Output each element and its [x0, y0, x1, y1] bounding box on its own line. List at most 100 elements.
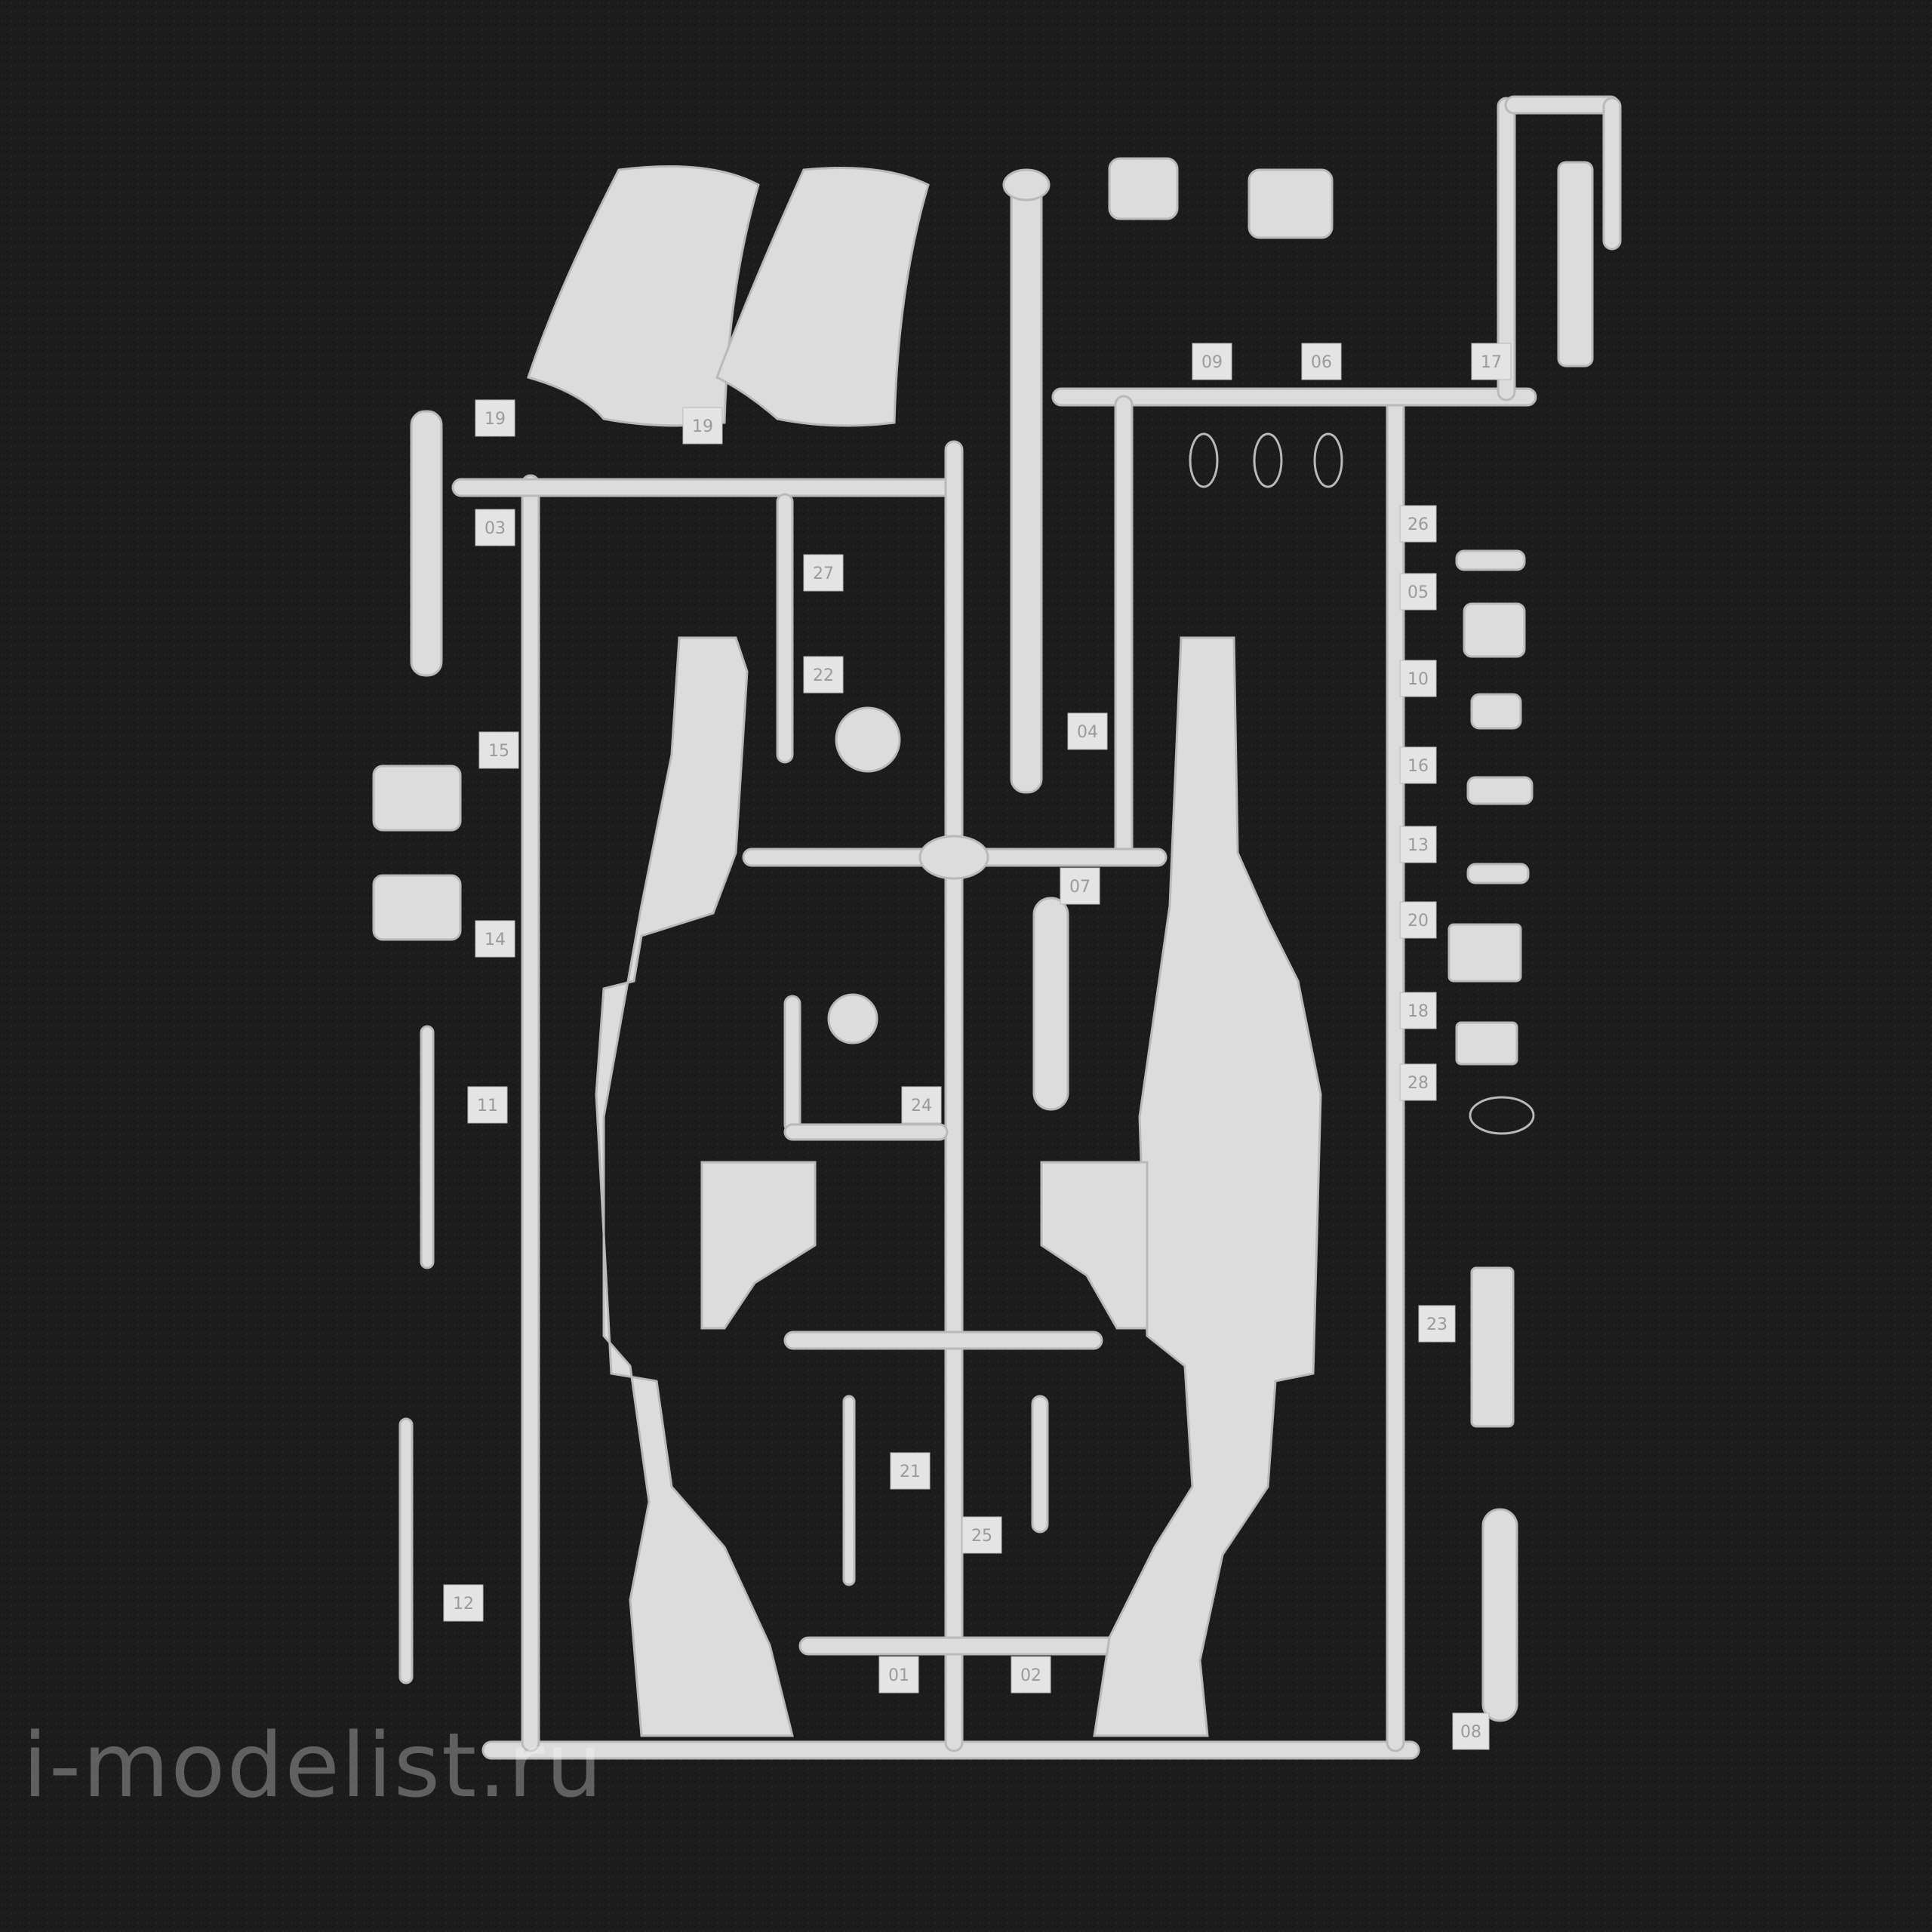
svg-text:07: 07	[1069, 878, 1091, 897]
part-tag: 19	[475, 399, 515, 437]
svg-text:19: 19	[485, 410, 506, 429]
svg-text:11: 11	[477, 1097, 498, 1115]
runner-24	[783, 995, 801, 1134]
svg-text:03: 03	[485, 519, 506, 538]
magazine-parts	[527, 165, 930, 427]
part-tag: 08	[1452, 1712, 1490, 1750]
svg-text:13: 13	[1407, 836, 1429, 855]
part-26	[1455, 549, 1526, 571]
part-tag: 04	[1067, 712, 1108, 750]
part-13	[1466, 863, 1530, 884]
magazine-right	[715, 167, 930, 427]
part-tag: 01	[878, 1656, 919, 1694]
runner-upper-right-vert	[1114, 395, 1134, 866]
runner-center	[944, 440, 964, 1752]
svg-text:28: 28	[1407, 1074, 1429, 1093]
part-tag: 21	[890, 1452, 931, 1490]
part-tag: 22	[803, 656, 844, 694]
part-tag: 14	[475, 920, 515, 958]
svg-text:23: 23	[1426, 1315, 1447, 1334]
link-ring-1	[1189, 432, 1219, 488]
part-tag: 24	[901, 1086, 942, 1124]
part-tag: 17	[1471, 343, 1512, 380]
part-03-tube	[410, 410, 443, 677]
part-04-barrel	[1010, 172, 1043, 794]
part-tag: 12	[443, 1584, 484, 1622]
runner-lower-horizontal	[783, 1331, 1103, 1350]
svg-text:27: 27	[813, 565, 834, 583]
part-tag: 27	[803, 554, 844, 592]
part-12-rod	[398, 1417, 414, 1684]
part-10	[1470, 693, 1522, 730]
svg-text:16: 16	[1407, 757, 1429, 776]
part-tag: 25	[961, 1516, 1002, 1554]
watermark-text: i-modelist.ru	[23, 1713, 605, 1817]
part-07-handle	[1032, 897, 1069, 1111]
runner-17-vert	[1497, 97, 1516, 401]
part-tag: 02	[1011, 1656, 1051, 1694]
part-tag: 18	[1399, 992, 1437, 1029]
rifle-body-right	[1093, 636, 1322, 1737]
magazine-left	[527, 165, 760, 427]
part-number-tags: 19 19 03 09 06 17 27 22 04 15 14 11 12 0…	[443, 343, 1512, 1750]
part-22-wheel	[835, 706, 901, 773]
link-ring-3	[1313, 432, 1343, 488]
part-tag: 03	[475, 509, 515, 546]
svg-text:05: 05	[1407, 583, 1429, 602]
svg-text:14: 14	[485, 931, 506, 949]
svg-text:24: 24	[911, 1097, 932, 1115]
svg-text:21: 21	[900, 1463, 921, 1481]
svg-text:12: 12	[453, 1595, 474, 1614]
part-21-lever	[842, 1395, 856, 1586]
part-tag: 20	[1399, 901, 1437, 939]
part-tag: 26	[1399, 505, 1437, 543]
sprue-hub	[918, 835, 989, 880]
rifle-body-left	[595, 636, 794, 1737]
rifle-grip-left	[700, 1161, 817, 1330]
part-05	[1463, 602, 1526, 658]
part-tag: 07	[1060, 867, 1100, 905]
small-parts	[372, 157, 1594, 1722]
svg-text:01: 01	[888, 1666, 909, 1685]
runner-top-right	[1051, 387, 1537, 407]
part-18	[1455, 1021, 1518, 1066]
runner-stock-horizontal	[798, 1636, 1118, 1656]
runner-17-top	[1504, 95, 1620, 115]
runner-left	[521, 474, 540, 1752]
link-ring-2	[1253, 432, 1283, 488]
svg-text:04: 04	[1077, 723, 1098, 742]
svg-text:15: 15	[488, 742, 509, 761]
rifle-halves	[595, 636, 1322, 1737]
runner-27-22	[776, 493, 794, 764]
part-tag: 28	[1399, 1063, 1437, 1101]
part-23-block	[1470, 1266, 1515, 1428]
svg-text:02: 02	[1020, 1666, 1041, 1685]
part-11-rod	[420, 1025, 435, 1269]
part-16	[1466, 776, 1534, 805]
svg-text:22: 22	[813, 666, 834, 685]
runner-24-h	[783, 1123, 949, 1141]
svg-text:10: 10	[1407, 670, 1429, 689]
svg-text:08: 08	[1460, 1723, 1481, 1742]
part-tag: 15	[478, 731, 519, 769]
svg-text:19: 19	[692, 417, 713, 436]
part-25-rod	[1031, 1395, 1049, 1534]
svg-text:06: 06	[1311, 353, 1332, 372]
part-tag: 13	[1399, 826, 1437, 863]
part-15-bracket	[372, 764, 462, 832]
part-06-bracket	[1247, 168, 1334, 239]
part-tag: 19	[682, 407, 723, 445]
svg-text:26: 26	[1407, 515, 1429, 534]
part-tag: 06	[1301, 343, 1342, 380]
part-tag: 10	[1399, 660, 1437, 697]
part-28	[1469, 1096, 1535, 1135]
svg-text:20: 20	[1407, 912, 1429, 931]
svg-text:17: 17	[1481, 353, 1502, 372]
part-tag: 11	[467, 1086, 508, 1124]
part-24-ring	[827, 993, 878, 1044]
part-08-handle	[1481, 1508, 1518, 1722]
part-14-bracket	[372, 874, 462, 941]
rifle-grip-right	[1040, 1161, 1149, 1330]
